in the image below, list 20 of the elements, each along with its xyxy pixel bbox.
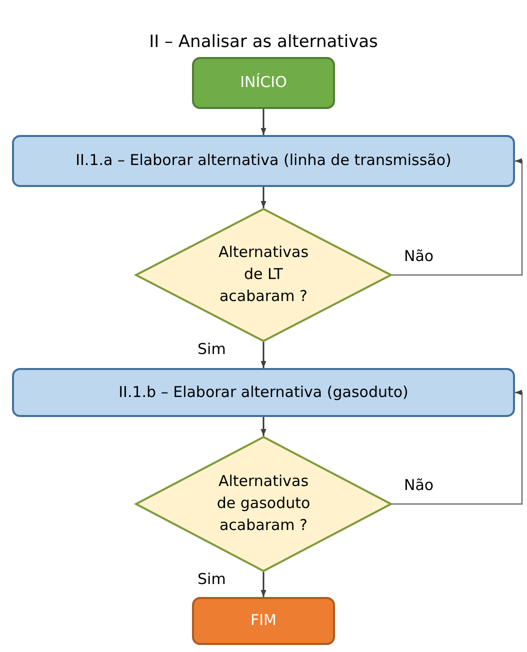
arrow [260, 342, 266, 368]
node-label: INÍCIO [240, 72, 287, 94]
start-box [192, 57, 335, 109]
arrow [260, 109, 266, 135]
end-box [192, 597, 335, 645]
arrow [260, 417, 266, 436]
node-label: Alternativas de LT acabaram ? [217, 242, 310, 307]
arrow [260, 572, 266, 597]
node-label: II.1.b – Elaborar alternativa (gasoduto) [118, 382, 408, 403]
decision-diamond [135, 208, 392, 342]
decision-diamond [135, 436, 392, 572]
arrow [392, 158, 523, 276]
arrow [260, 187, 266, 208]
process-box [12, 135, 515, 187]
diagram-title: II – Analisar as alternativas [148, 32, 379, 52]
process-box [12, 368, 515, 417]
node-label: II.1.a – Elaborar alternativa (linha de transmissão) [76, 150, 452, 172]
arrow [392, 390, 523, 505]
node-label: FIM [250, 610, 276, 632]
node-label: Alternativas de gasoduto acabaram ? [216, 471, 312, 536]
